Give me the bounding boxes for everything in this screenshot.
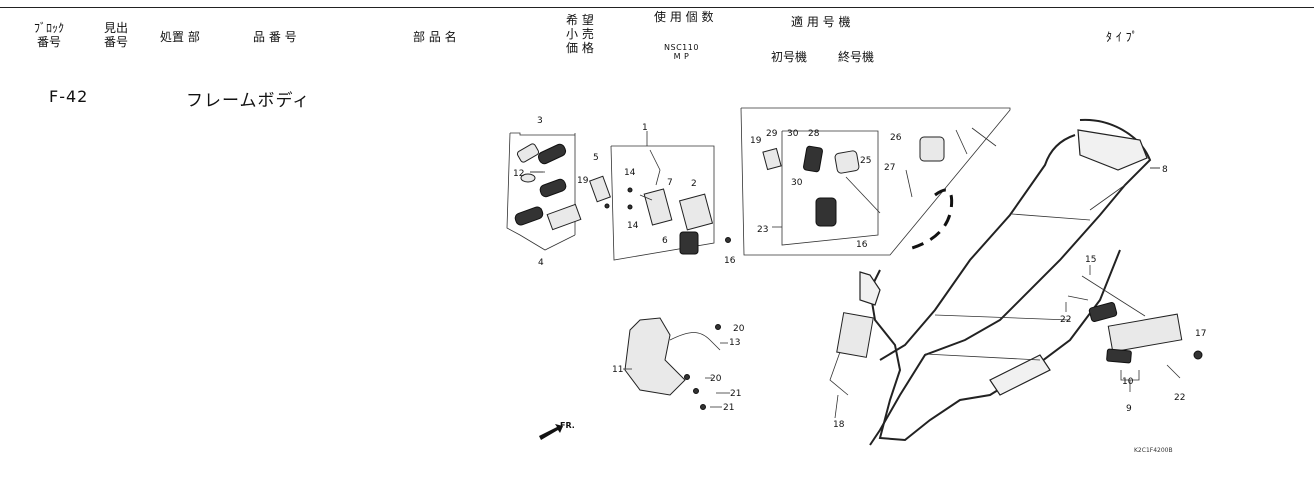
section-code: F-42 [49,87,89,106]
smart-key-group [506,132,582,251]
callout-15: 15 [1085,255,1096,265]
header-model-name: NSC110 [664,43,699,52]
callout-1: 1 [642,123,648,133]
callout-9: 9 [1126,404,1132,414]
callout-20b: 20 [710,374,722,384]
header-part-number: 品 番 号 [253,30,297,44]
callout-8: 8 [1162,165,1168,175]
callout-21b: 21 [723,403,734,413]
ignition-switch-group [589,131,731,261]
callout-19a: 19 [577,176,589,186]
callout-5: 5 [593,153,599,163]
callout-20a: 20 [733,324,745,334]
callout-numbers: 3 12 4 1 5 19 14 7 2 14 6 16 19 29 30 28… [513,116,1206,430]
frame-body [829,118,1160,446]
callout-16b: 16 [856,240,868,250]
callout-12: 13 [729,338,740,348]
callout-6: 6 [662,236,668,246]
callout-30a: 30 [787,129,799,139]
header-midashi-number: 見出 番号 [104,21,128,49]
header-model: NSC110 M P [664,43,699,61]
header-part-name: 部 品 名 [413,30,457,44]
header-block-line1: ﾌﾞﾛｯｸ [34,21,65,35]
header-model-sub: M P [673,52,690,61]
callout-22b: 22 [1174,393,1185,403]
callout-22a: 22 [1060,315,1071,325]
callout-27: 27 [884,163,895,173]
header-midashi-line2: 番号 [104,35,129,49]
callout-16a: 16 [724,256,736,266]
header-shochi: 処置 部 [160,30,200,44]
callout-3: 3 [537,116,543,126]
callout-28: 28 [808,129,820,139]
callout-29: 29 [766,129,778,139]
header-top-rule [0,7,1314,8]
figure-code: K2C1F4200B [1134,447,1173,454]
callout-26: 26 [890,133,902,143]
callout-19b: 19 [750,136,762,146]
callout-13: 12 [513,169,524,179]
header-price-line3: 価 格 [566,41,594,55]
callout-4: 4 [538,258,544,268]
header-midashi-line1: 見出 [104,21,129,35]
front-label: FR. [560,421,575,430]
callout-30b: 30 [791,178,803,188]
callout-14a: 14 [624,168,636,178]
stand-bracket-group [1067,275,1203,392]
header-price-line1: 希 望 [566,13,594,27]
bracket-group [624,317,721,410]
callout-23: 23 [757,225,768,235]
header-quantity: 使 用 個 数 [654,10,714,24]
header-applicable: 適 用 号 機 [791,15,851,29]
callout-17: 17 [1195,329,1206,339]
callout-21a: 21 [730,389,741,399]
header-block-number: ﾌﾞﾛｯｸ 番号 [34,21,64,49]
header-price-line2: 小 売 [566,27,594,41]
header-type: ﾀ ｲ ﾌﾟ [1106,30,1138,44]
leader-lines [530,167,1160,419]
callout-18: 18 [833,420,845,430]
header-block-line2: 番号 [37,35,62,49]
header-last-unit: 終号機 [838,50,875,64]
key-set-group [740,107,1011,256]
callout-10: 10 [1122,377,1134,387]
callout-25: 25 [860,156,871,166]
front-direction-arrow: FR. [539,421,575,440]
header-first-unit: 初号機 [771,50,808,64]
callout-7: 7 [667,178,673,188]
section-name: フレームボディ [186,91,311,111]
callout-14b: 14 [627,221,639,231]
header-price: 希 望 小 売 価 格 [566,13,594,55]
callout-11: 11 [612,365,623,375]
callout-2: 2 [691,179,697,189]
